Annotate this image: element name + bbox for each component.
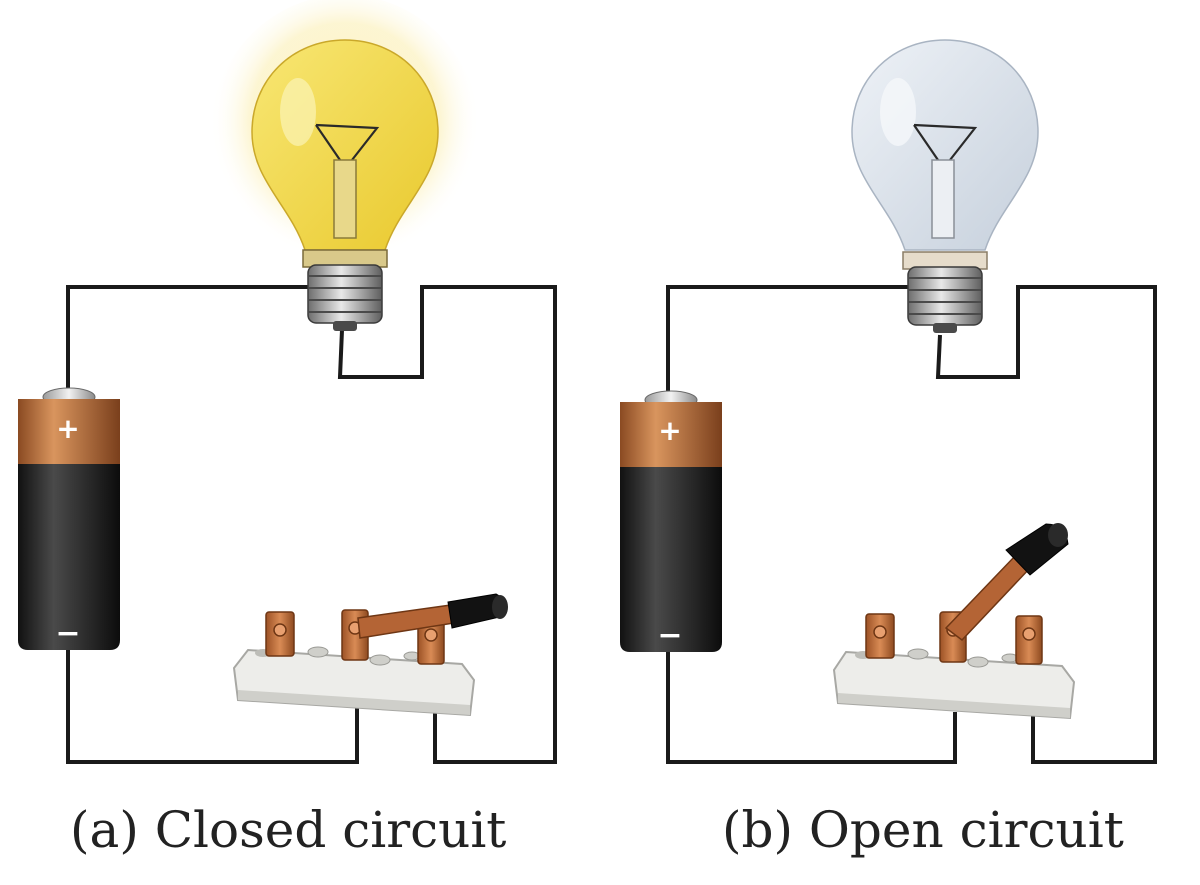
panel-open-circuit: + − [620,39,1157,764]
filament [913,123,978,161]
wire-battery-to-bulb [666,285,912,398]
wire-bulb-loop [935,285,1157,764]
wire-switch-to-battery [666,650,957,764]
bulb-screw-base [907,266,983,333]
wire-battery-to-bulb [66,285,312,395]
battery-positive-end [620,402,722,467]
battery-open: + − [620,390,722,653]
switch-terminal-right [1015,615,1043,665]
battery-closed: + − [18,387,120,651]
filament-stem [931,159,955,239]
panel-closed-circuit: + − [18,0,557,764]
filament-stem [333,159,357,239]
battery-positive-label: + [56,412,79,445]
battery-negative-label: − [55,616,80,651]
bulb-screw-base [307,264,383,331]
wire-switch-to-battery [66,648,359,764]
bulb-highlight [880,78,916,146]
battery-body [620,467,722,652]
filament [315,123,380,161]
switch-terminal-left [865,613,895,659]
battery-positive-label: + [658,414,681,447]
switch-terminal-left [265,611,295,657]
knife-switch-open [832,523,1076,720]
caption-open-circuit: (b) Open circuit [722,801,1124,859]
battery-positive-end [18,399,120,464]
caption-closed-circuit: (a) Closed circuit [70,801,507,859]
knife-switch-closed [232,593,508,717]
bulb-highlight [280,78,316,146]
wire-bulb-loop [337,285,557,764]
light-bulb-lit [210,0,480,331]
wires-closed [66,285,557,764]
battery-body [18,464,120,650]
light-bulb-unlit [851,39,1039,333]
battery-negative-label: − [657,618,682,653]
wires-open [666,285,1157,764]
